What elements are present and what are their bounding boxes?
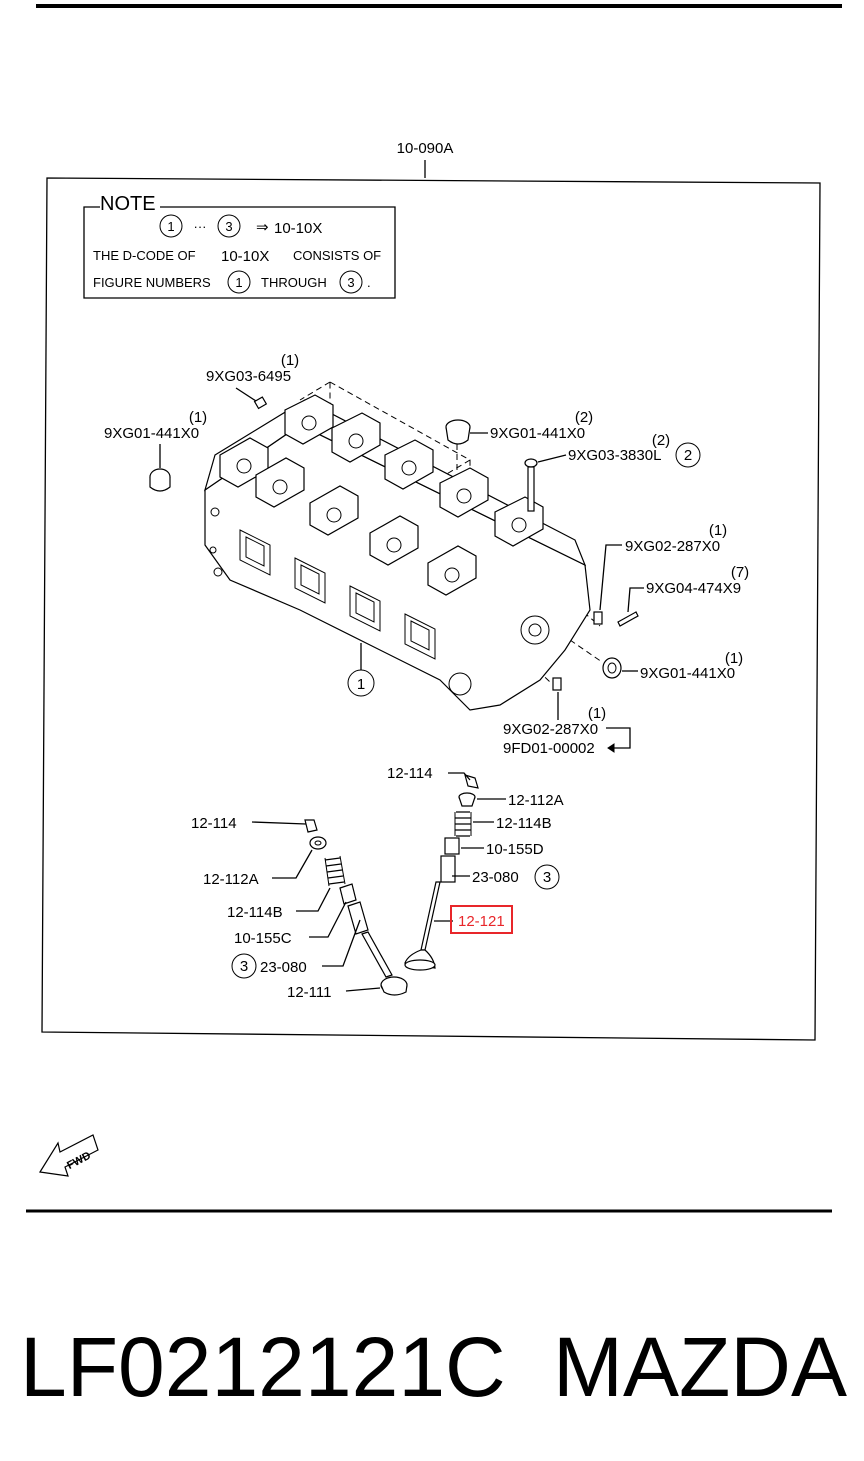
label-9xg02-287x0-right: 9XG02-287X0 bbox=[625, 538, 720, 555]
qty-9xg03-3830l: (2) bbox=[652, 432, 670, 449]
part-number: LF0212121C bbox=[20, 1320, 506, 1414]
cylinder-head-illustration bbox=[203, 381, 603, 711]
head-small-parts bbox=[149, 396, 639, 691]
l-label-12-114b: 12-114B bbox=[227, 904, 283, 921]
right-stack-callouts: 12-114 12-112A 12-114B 10-155D 23-080 3 … bbox=[387, 765, 564, 934]
qty-9xg03-6495: (1) bbox=[281, 352, 299, 369]
note-line2-code: 10-10X bbox=[221, 248, 269, 265]
l-label-10-155c: 10-155C bbox=[234, 930, 292, 947]
note-line3-fig1: 1 bbox=[235, 275, 242, 290]
r-label-12-121: 12-121 bbox=[458, 913, 505, 930]
r-label-12-112a: 12-112A bbox=[508, 792, 564, 809]
brand-name: MAZDA bbox=[553, 1320, 847, 1414]
r-label-12-114: 12-114 bbox=[387, 765, 433, 782]
fig-2-label: 2 bbox=[684, 447, 692, 464]
diagram-frame bbox=[41, 177, 821, 1041]
figure-1-circle bbox=[159, 214, 183, 238]
note-box: NOTE 1 ··· 3 ⇒ 10-10X THE D-CODE OF 10-1… bbox=[83, 193, 396, 299]
label-9xg03-3830l: 9XG03-3830L bbox=[568, 447, 661, 464]
r-label-23-080: 23-080 bbox=[472, 869, 519, 886]
r-label-10-155d: 10-155D bbox=[486, 841, 544, 858]
note-fig-end: 3 bbox=[225, 219, 232, 234]
fwd-arrow-shape bbox=[39, 1134, 99, 1177]
note-line3-fig3: 3 bbox=[347, 275, 354, 290]
group-label: 10-090A bbox=[397, 140, 454, 157]
figure-3-left-circle bbox=[231, 953, 257, 979]
note-line3-end: . bbox=[367, 275, 371, 290]
l-label-12-112a: 12-112A bbox=[203, 871, 259, 888]
l-fig-3: 3 bbox=[240, 958, 248, 975]
fwd-arrow: FWD bbox=[39, 1134, 99, 1177]
r-fig-3: 3 bbox=[543, 869, 551, 886]
l-label-12-114: 12-114 bbox=[191, 815, 237, 832]
right-valve-stack bbox=[404, 774, 479, 971]
qty-9xg02-287x0-bottom: (1) bbox=[588, 705, 606, 722]
qty-9xg04-474x9: (7) bbox=[731, 564, 749, 581]
qty-9xg02-287x0-right: (1) bbox=[709, 522, 727, 539]
highlighted-part-box bbox=[450, 905, 513, 934]
figure-3-circle bbox=[217, 214, 241, 238]
r-label-12-114b: 12-114B bbox=[496, 815, 552, 832]
note-line3-pre: FIGURE NUMBERS bbox=[93, 275, 211, 290]
l-label-23-080: 23-080 bbox=[260, 959, 307, 976]
note-range-dots: ··· bbox=[194, 219, 207, 234]
head-callouts: (1) 9XG03-6495 (1) 9XG01-441X0 (2) 9XG01… bbox=[104, 352, 749, 757]
note-line3-mid: THROUGH bbox=[261, 275, 327, 290]
figure-2-circle bbox=[675, 442, 701, 468]
label-9xg03-6495: 9XG03-6495 bbox=[206, 368, 291, 385]
note-fig-start: 1 bbox=[167, 219, 174, 234]
figure-1-circle-b bbox=[227, 270, 251, 294]
figure-3-right-circle bbox=[534, 864, 560, 890]
l-label-12-111: 12-111 bbox=[287, 984, 331, 1001]
note-line2-pre: THE D-CODE OF bbox=[93, 248, 196, 263]
note-line2-post: CONSISTS OF bbox=[293, 248, 381, 263]
label-9xg01-441x0-right: 9XG01-441X0 bbox=[640, 665, 735, 682]
qty-9xg01-441x0-top: (2) bbox=[575, 409, 593, 426]
head-fig-label: 1 bbox=[357, 676, 365, 693]
label-9xg04-474x9: 9XG04-474X9 bbox=[646, 580, 741, 597]
qty-9xg01-441x0-left: (1) bbox=[189, 409, 207, 426]
label-9xg01-441x0-left: 9XG01-441X0 bbox=[104, 425, 199, 442]
left-valve-stack bbox=[304, 819, 408, 996]
note-dcode: 10-10X bbox=[274, 220, 322, 237]
figure-3-circle-b bbox=[339, 270, 363, 294]
note-heading: NOTE bbox=[100, 193, 156, 215]
left-stack-callouts: 12-114 12-112A 12-114B 10-155C 3 23-080 … bbox=[191, 815, 381, 1001]
label-9xg02-287x0-bottom: 9XG02-287X0 bbox=[503, 721, 598, 738]
label-9fd01-00002: 9FD01-00002 bbox=[503, 740, 595, 757]
label-9xg01-441x0-top: 9XG01-441X0 bbox=[490, 425, 585, 442]
note-arrow: ⇒ bbox=[256, 219, 269, 236]
qty-9xg01-441x0-right: (1) bbox=[725, 650, 743, 667]
